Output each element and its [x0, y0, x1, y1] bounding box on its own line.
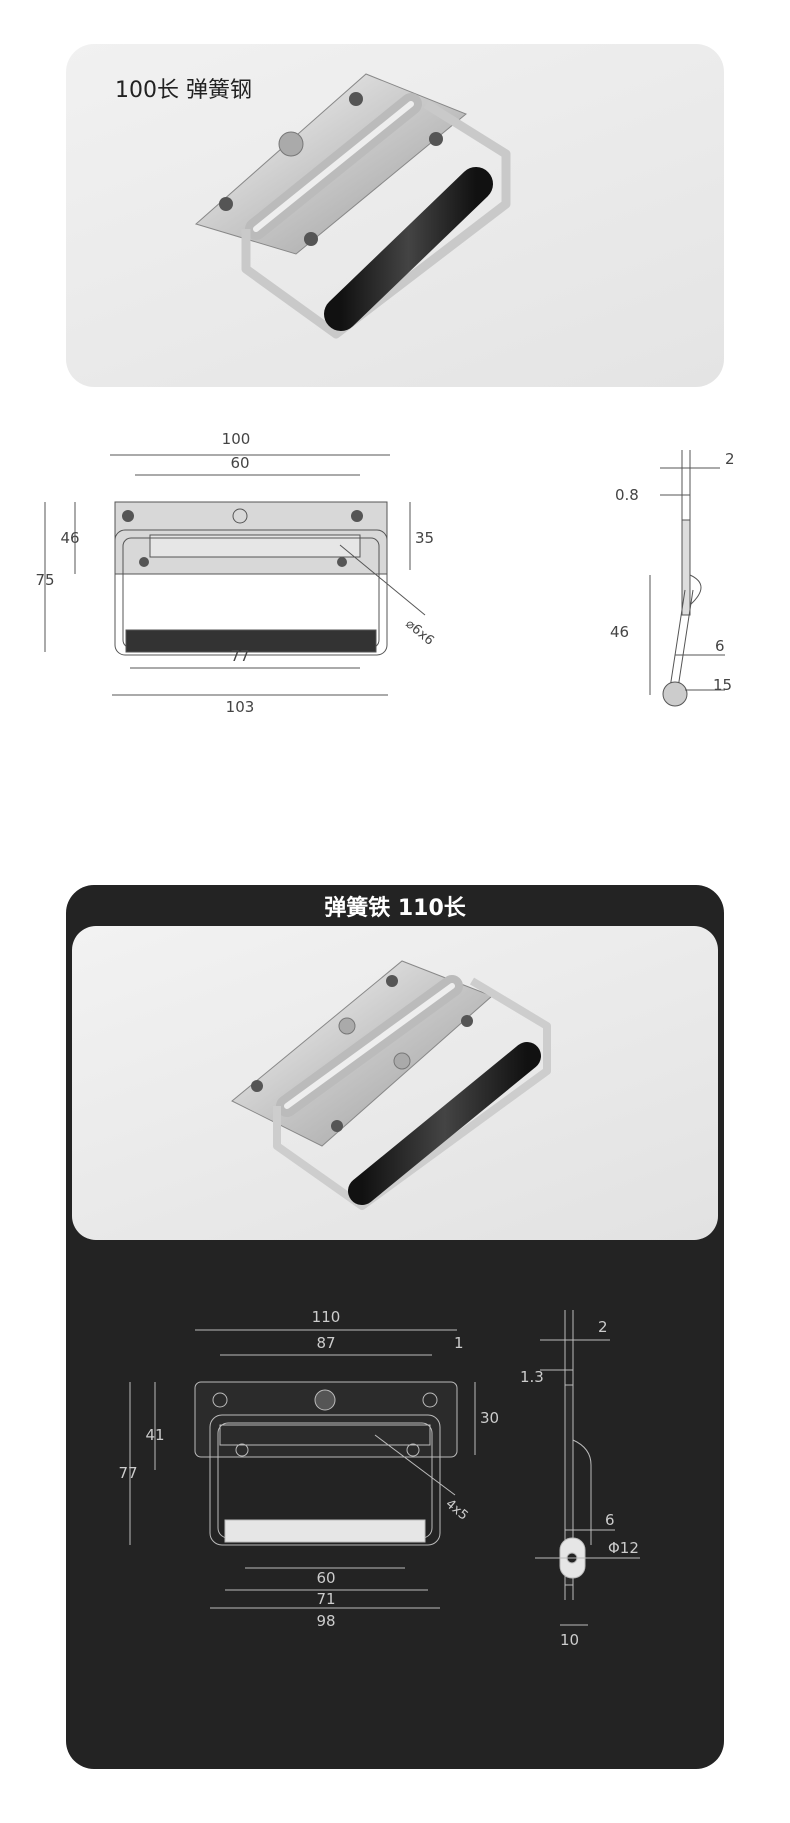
dim-hole-to-bottom-1: 35: [415, 529, 434, 547]
dim-edge-mark-2: 1: [454, 1334, 464, 1352]
dim-hole-spacing-1: 60: [230, 454, 249, 472]
side-drawing-1: 2 0.8 46 6 15: [610, 450, 735, 707]
dim-hole-spacing-2: 87: [316, 1334, 335, 1352]
dim-thickness-1: 0.8: [615, 486, 639, 504]
dim-grip-length-1: 77: [230, 647, 249, 665]
dim-plate-height-1: 46: [60, 529, 79, 547]
dim-offset-top-1: 2: [725, 450, 735, 468]
side-drawing-2: 2 1.3 6 Φ12 10: [520, 1310, 640, 1649]
dim-offset-top-2: 2: [598, 1318, 608, 1336]
dim-inner-width-2: 71: [316, 1590, 335, 1608]
front-drawing-1: 100 60 46 75 35 ⌀6x6 77 103: [35, 430, 436, 716]
handle-photo-1: [194, 73, 511, 339]
dim-rod-dia-2: Φ12: [608, 1539, 639, 1557]
dim-thickness-2: 1.3: [520, 1368, 544, 1386]
dim-rod-gap-1: 6: [715, 637, 725, 655]
handle-photo-2: [231, 960, 551, 1210]
dim-overall-width-1: 100: [222, 430, 251, 448]
dim-rod-gap-2: 6: [605, 1511, 615, 1529]
dim-total-height-2: 77: [118, 1464, 137, 1482]
dim-hole-spec-1: ⌀6x6: [402, 617, 436, 649]
dim-plate-height-2: 41: [145, 1426, 164, 1444]
dim-total-height-1: 75: [35, 571, 54, 589]
dim-hole-to-bottom-2: 30: [480, 1409, 499, 1427]
front-drawing-2: 110 87 1 41 77 30 4x5 60 71 98: [118, 1308, 499, 1630]
dim-handle-width-1: 103: [226, 698, 255, 716]
dim-overall-width-2: 110: [312, 1308, 341, 1326]
dim-side-height-1: 46: [610, 623, 629, 641]
product-2-title: 弹簧铁 110长: [324, 896, 466, 921]
dim-bottom-width-2: 10: [560, 1631, 579, 1649]
dim-grip-length-2: 60: [316, 1569, 335, 1587]
dim-hole-spec-2: 4x5: [442, 1497, 470, 1524]
dim-handle-width-2: 98: [316, 1612, 335, 1630]
dim-rod-dia-1: 15: [713, 676, 732, 694]
product-1-title: 100长 弹簧钢: [115, 78, 252, 103]
